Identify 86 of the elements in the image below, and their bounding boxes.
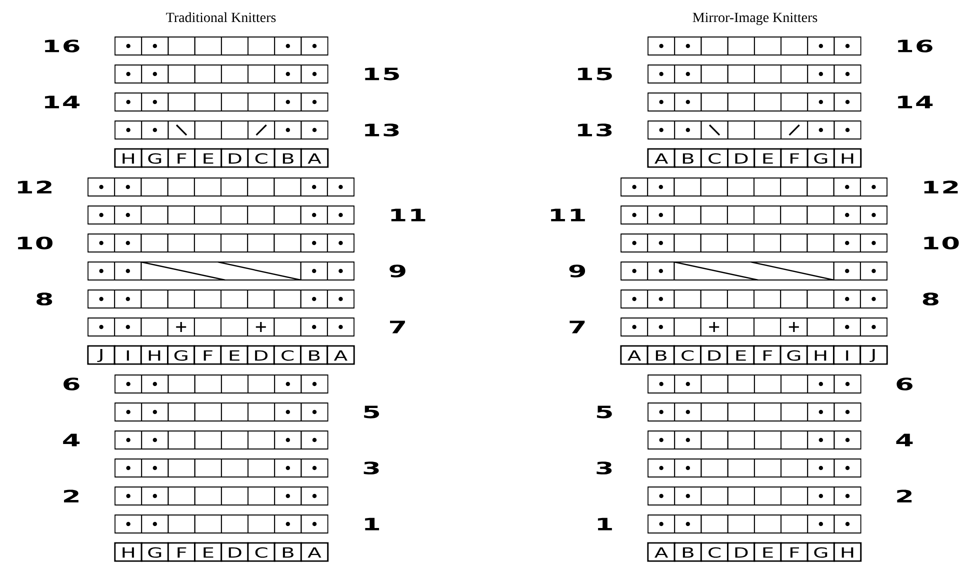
column-letter: H — [833, 148, 862, 168]
column-letter: B — [674, 542, 702, 562]
column-letter: A — [647, 542, 676, 562]
column-letter: E — [194, 148, 222, 168]
row-number: 1 — [598, 518, 612, 530]
column-letter: E — [194, 542, 222, 562]
column-letter: E — [754, 148, 782, 168]
row-number: 11 — [551, 208, 585, 222]
column-letter: E — [754, 542, 782, 562]
column-letter: F — [167, 542, 196, 562]
column-letter: B — [274, 542, 302, 562]
column-letter: C — [700, 148, 729, 168]
row-number: 16 — [898, 40, 932, 52]
column-letter: G — [140, 542, 169, 562]
row-number: 5 — [596, 406, 612, 418]
column-letter: E — [220, 345, 248, 365]
column-letter: B — [274, 148, 302, 168]
column-letter: D — [220, 148, 249, 168]
column-letter: I — [833, 345, 862, 365]
row-number: 5 — [364, 406, 380, 418]
row-number: 15 — [578, 68, 612, 80]
row-number: 7 — [570, 320, 585, 334]
row-number: 12 — [18, 180, 52, 194]
row-number: 13 — [365, 124, 399, 136]
row-number: 14 — [898, 96, 933, 108]
column-letter: G — [140, 148, 169, 168]
row-number: 15 — [365, 68, 399, 80]
column-letter: A — [300, 148, 329, 168]
column-letter: F — [753, 345, 782, 365]
column-letter: D — [727, 148, 756, 168]
row-number: 11 — [391, 208, 426, 222]
row-number: 12 — [924, 180, 958, 194]
row-number: 4 — [896, 434, 913, 446]
row-number: 14 — [45, 96, 80, 108]
column-letter: B — [674, 148, 702, 168]
column-letter: H — [114, 542, 142, 562]
column-letter: F — [780, 542, 808, 562]
row-number: 3 — [364, 462, 379, 474]
column-letter: G — [167, 345, 196, 365]
row-number: 8 — [36, 292, 52, 306]
column-letter: B — [300, 345, 328, 365]
chart-title: Traditional Knitters — [166, 12, 276, 22]
column-letter: G — [806, 148, 835, 168]
column-letter: J — [860, 345, 888, 365]
column-letter: A — [326, 345, 355, 365]
chart-title: Mirror-Image Knitters — [692, 12, 818, 26]
row-number: 3 — [596, 462, 612, 474]
row-number: 16 — [45, 40, 80, 52]
row-number: 9 — [390, 264, 406, 278]
row-number: 2 — [64, 490, 78, 502]
column-letter: G — [806, 542, 835, 562]
column-letter: C — [247, 542, 276, 562]
column-letter: C — [247, 148, 276, 168]
row-number: 9 — [569, 264, 586, 278]
column-letter: C — [273, 345, 302, 365]
row-number: 13 — [578, 124, 612, 136]
row-number: 1 — [365, 518, 380, 530]
column-letter: J — [87, 345, 116, 365]
column-letter: D — [220, 542, 249, 562]
column-letter: G — [780, 345, 808, 365]
column-letter: H — [833, 542, 862, 562]
row-number: 10 — [924, 236, 959, 250]
row-number: 6 — [64, 378, 80, 390]
row-number: 8 — [922, 292, 938, 306]
column-letter: H — [114, 148, 142, 168]
column-letter: D — [727, 542, 756, 562]
column-letter: I — [114, 345, 142, 365]
column-letter: C — [700, 542, 729, 562]
column-letter: H — [140, 345, 169, 365]
column-letter: D — [700, 345, 728, 365]
column-letter: A — [620, 345, 648, 365]
row-number: 10 — [18, 236, 52, 250]
column-letter: A — [300, 542, 329, 562]
column-letter: B — [646, 345, 675, 365]
row-number: 2 — [897, 490, 912, 502]
column-letter: H — [806, 345, 835, 365]
column-letter: A — [647, 148, 676, 168]
column-letter: E — [726, 345, 755, 365]
column-letter: D — [246, 345, 275, 365]
row-number: 4 — [63, 434, 80, 446]
column-letter: C — [673, 345, 702, 365]
row-number: 7 — [390, 320, 405, 334]
column-letter: F — [167, 148, 196, 168]
row-number: 6 — [896, 378, 912, 390]
column-letter: F — [780, 148, 808, 168]
column-letter: F — [194, 345, 222, 365]
